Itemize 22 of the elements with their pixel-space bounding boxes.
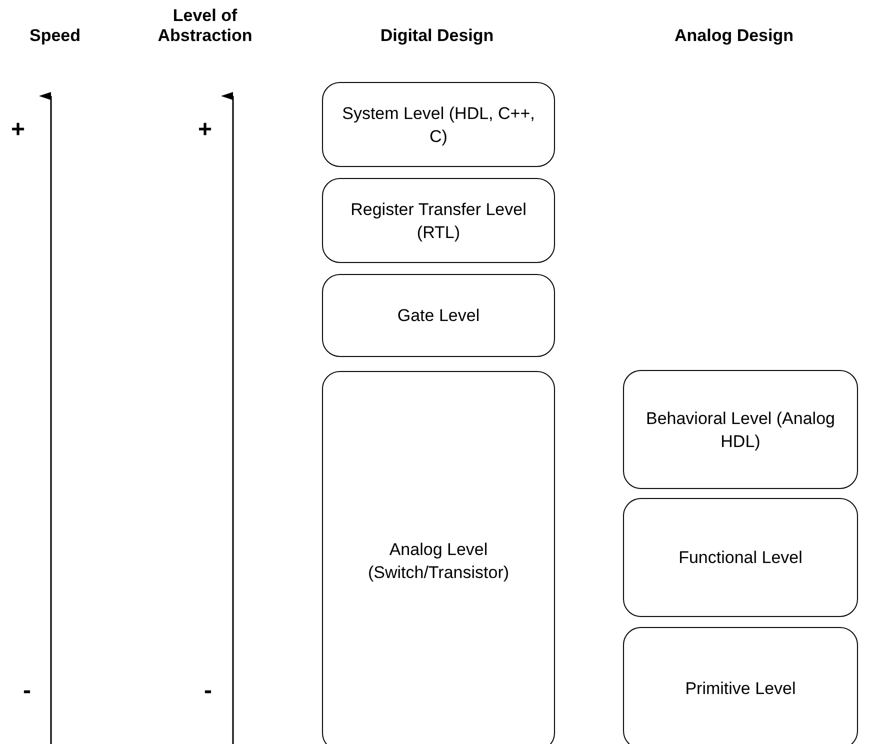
column-heading: Digital Design [379,26,495,46]
level-text: Register Transfer Level (RTL) [350,198,528,244]
level-box [322,274,555,357]
axis-title: Level of Abstraction [156,6,254,46]
axis-end-mark: + [10,117,26,143]
level-text: Gate Level [397,305,480,327]
column-heading: Analog Design [673,26,794,46]
axis-end-mark: - [203,678,213,704]
axis-title: Speed [28,26,82,46]
level-text: System Level (HDL, C++, C) [341,102,536,148]
level-text: Behavioral Level (Analog HDL) [644,408,836,452]
level-box [322,178,555,263]
level-box [322,371,555,744]
level-text: Functional Level [678,547,802,569]
level-box [322,82,555,167]
level-box [623,498,858,617]
level-text: Analog Level (Switch/Transistor) [366,539,510,584]
level-box [623,370,858,489]
axis-end-mark: + [196,117,213,143]
level-box [623,627,858,744]
level-text: Primitive Level [685,678,796,700]
axis-end-mark: - [22,678,32,704]
